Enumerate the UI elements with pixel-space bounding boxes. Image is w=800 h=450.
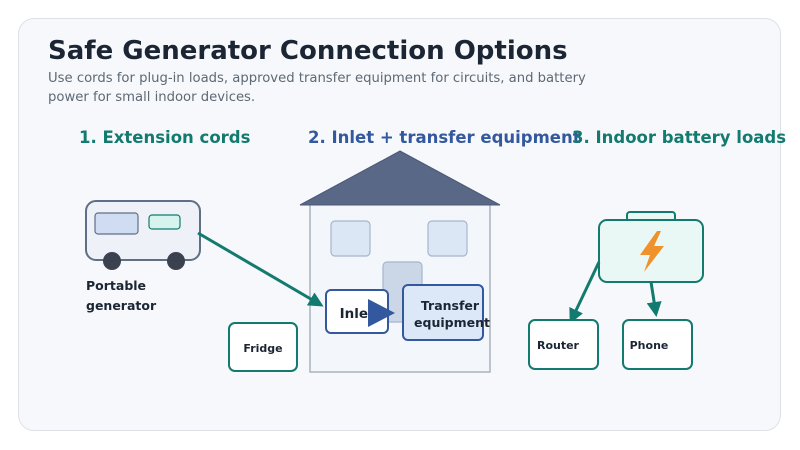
- generator-label-line2: generator: [86, 298, 157, 313]
- inlet-label: Inlet: [340, 306, 375, 322]
- phone-box: [622, 319, 693, 370]
- diagram-title: Safe Generator Connection Options: [48, 36, 568, 66]
- section-heading-transfer-equipment: 2. Inlet + transfer equipment: [308, 128, 581, 147]
- section-heading-extension-cords: 1. Extension cords: [79, 128, 251, 147]
- house-window-right: [427, 220, 468, 257]
- fridge-box: [228, 322, 298, 372]
- transfer-label-line2: equipment: [414, 315, 490, 330]
- transfer-equipment-box: [402, 284, 484, 341]
- arrow-generator-to-inlet: [197, 231, 324, 307]
- transfer-label-line1: Transfer: [421, 298, 480, 313]
- diagram-subtitle: Use cords for plug-in loads, approved tr…: [48, 71, 586, 105]
- house-window-left: [330, 220, 371, 257]
- router-label: Router: [537, 339, 580, 352]
- arrow-inlet-to-transfer: [368, 299, 395, 327]
- arrow-battery-to-phone: [646, 281, 662, 317]
- phone-label: Phone: [630, 339, 669, 352]
- arrow-battery-to-router: [569, 261, 601, 324]
- generator-icon: [85, 200, 201, 270]
- router-box: [528, 319, 599, 370]
- lightning-bolt-icon: [640, 231, 664, 272]
- generator-label-line1: Portable: [86, 278, 146, 293]
- fridge-label: Fridge: [243, 342, 282, 355]
- section-heading-battery-loads: 3. Indoor battery loads: [572, 128, 787, 147]
